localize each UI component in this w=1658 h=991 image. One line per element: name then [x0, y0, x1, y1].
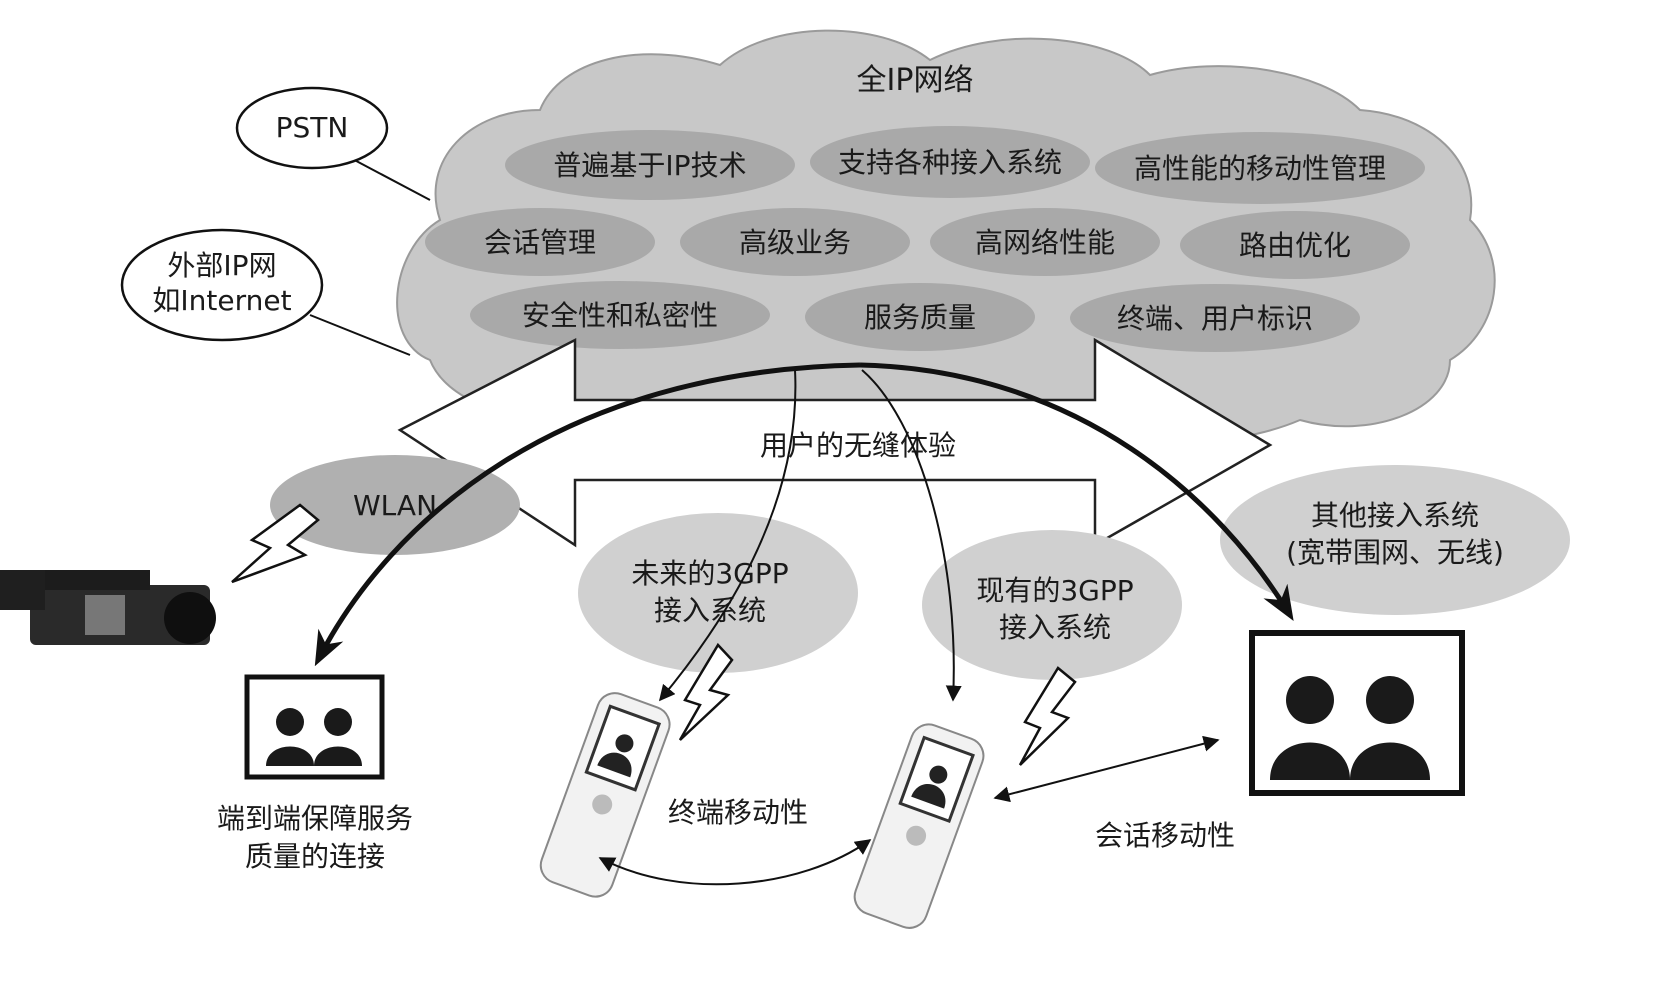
mobility-arrows	[598, 735, 1220, 886]
lightning-icon	[1018, 666, 1077, 766]
mobile-phone-left-icon	[539, 692, 671, 898]
access-systems: WLAN 未来的3GPP 接入系统 现有的3GPP 接入系统 其他接入系统 (宽…	[270, 455, 1570, 680]
feature-session-mgmt: 会话管理	[484, 226, 596, 259]
pstn-label: PSTN	[276, 111, 349, 144]
external-networks: PSTN 外部IP网 如Internet	[120, 86, 431, 356]
feature-mobility-mgmt: 高性能的移动性管理	[1134, 152, 1386, 185]
feature-terminal-user-id: 终端、用户标识	[1117, 302, 1313, 335]
feature-qos: 服务质量	[864, 301, 976, 334]
tv-right-icon	[1249, 630, 1465, 796]
lightning-icon	[678, 642, 734, 741]
future-3gpp-line1: 未来的3GPP	[631, 557, 788, 590]
feature-ip-tech: 普遍基于IP技术	[553, 149, 746, 182]
external-ip-line2: 如Internet	[152, 284, 291, 317]
lightning-icon	[231, 503, 320, 584]
external-ip-line1: 外部IP网	[167, 249, 276, 282]
future-3gpp-line2: 接入系统	[654, 594, 766, 627]
e2e-qos-line2: 质量的连接	[245, 840, 385, 873]
feature-advanced-services: 高级业务	[739, 226, 851, 259]
feature-pills: 普遍基于IP技术 支持各种接入系统 高性能的移动性管理 会话管理 高级业务 高网…	[425, 126, 1425, 352]
captions: 端到端保障服务 质量的连接 终端移动性 会话移动性	[217, 796, 1235, 873]
existing-3gpp-line2: 接入系统	[999, 611, 1111, 644]
video-camera-icon	[0, 570, 216, 645]
other-access-line1: 其他接入系统	[1311, 499, 1479, 532]
wlan-label: WLAN	[353, 489, 437, 522]
terminal-mobility-label: 终端移动性	[668, 796, 808, 829]
feature-access-support: 支持各种接入系统	[838, 146, 1062, 179]
tv-left-icon	[244, 674, 385, 780]
feature-security-privacy: 安全性和私密性	[522, 299, 718, 332]
existing-3gpp-line1: 现有的3GPP	[976, 574, 1133, 607]
cloud-title: 全IP网络	[857, 63, 974, 98]
seamless-flow-arrows	[314, 362, 1294, 702]
feature-route-optimization: 路由优化	[1239, 229, 1351, 262]
feature-network-performance: 高网络性能	[975, 226, 1115, 259]
other-access-line2: (宽带围网、无线)	[1286, 536, 1504, 569]
session-mobility-label: 会话移动性	[1095, 819, 1235, 852]
mobile-phone-right-icon	[853, 723, 985, 929]
e2e-qos-line1: 端到端保障服务	[217, 802, 413, 835]
